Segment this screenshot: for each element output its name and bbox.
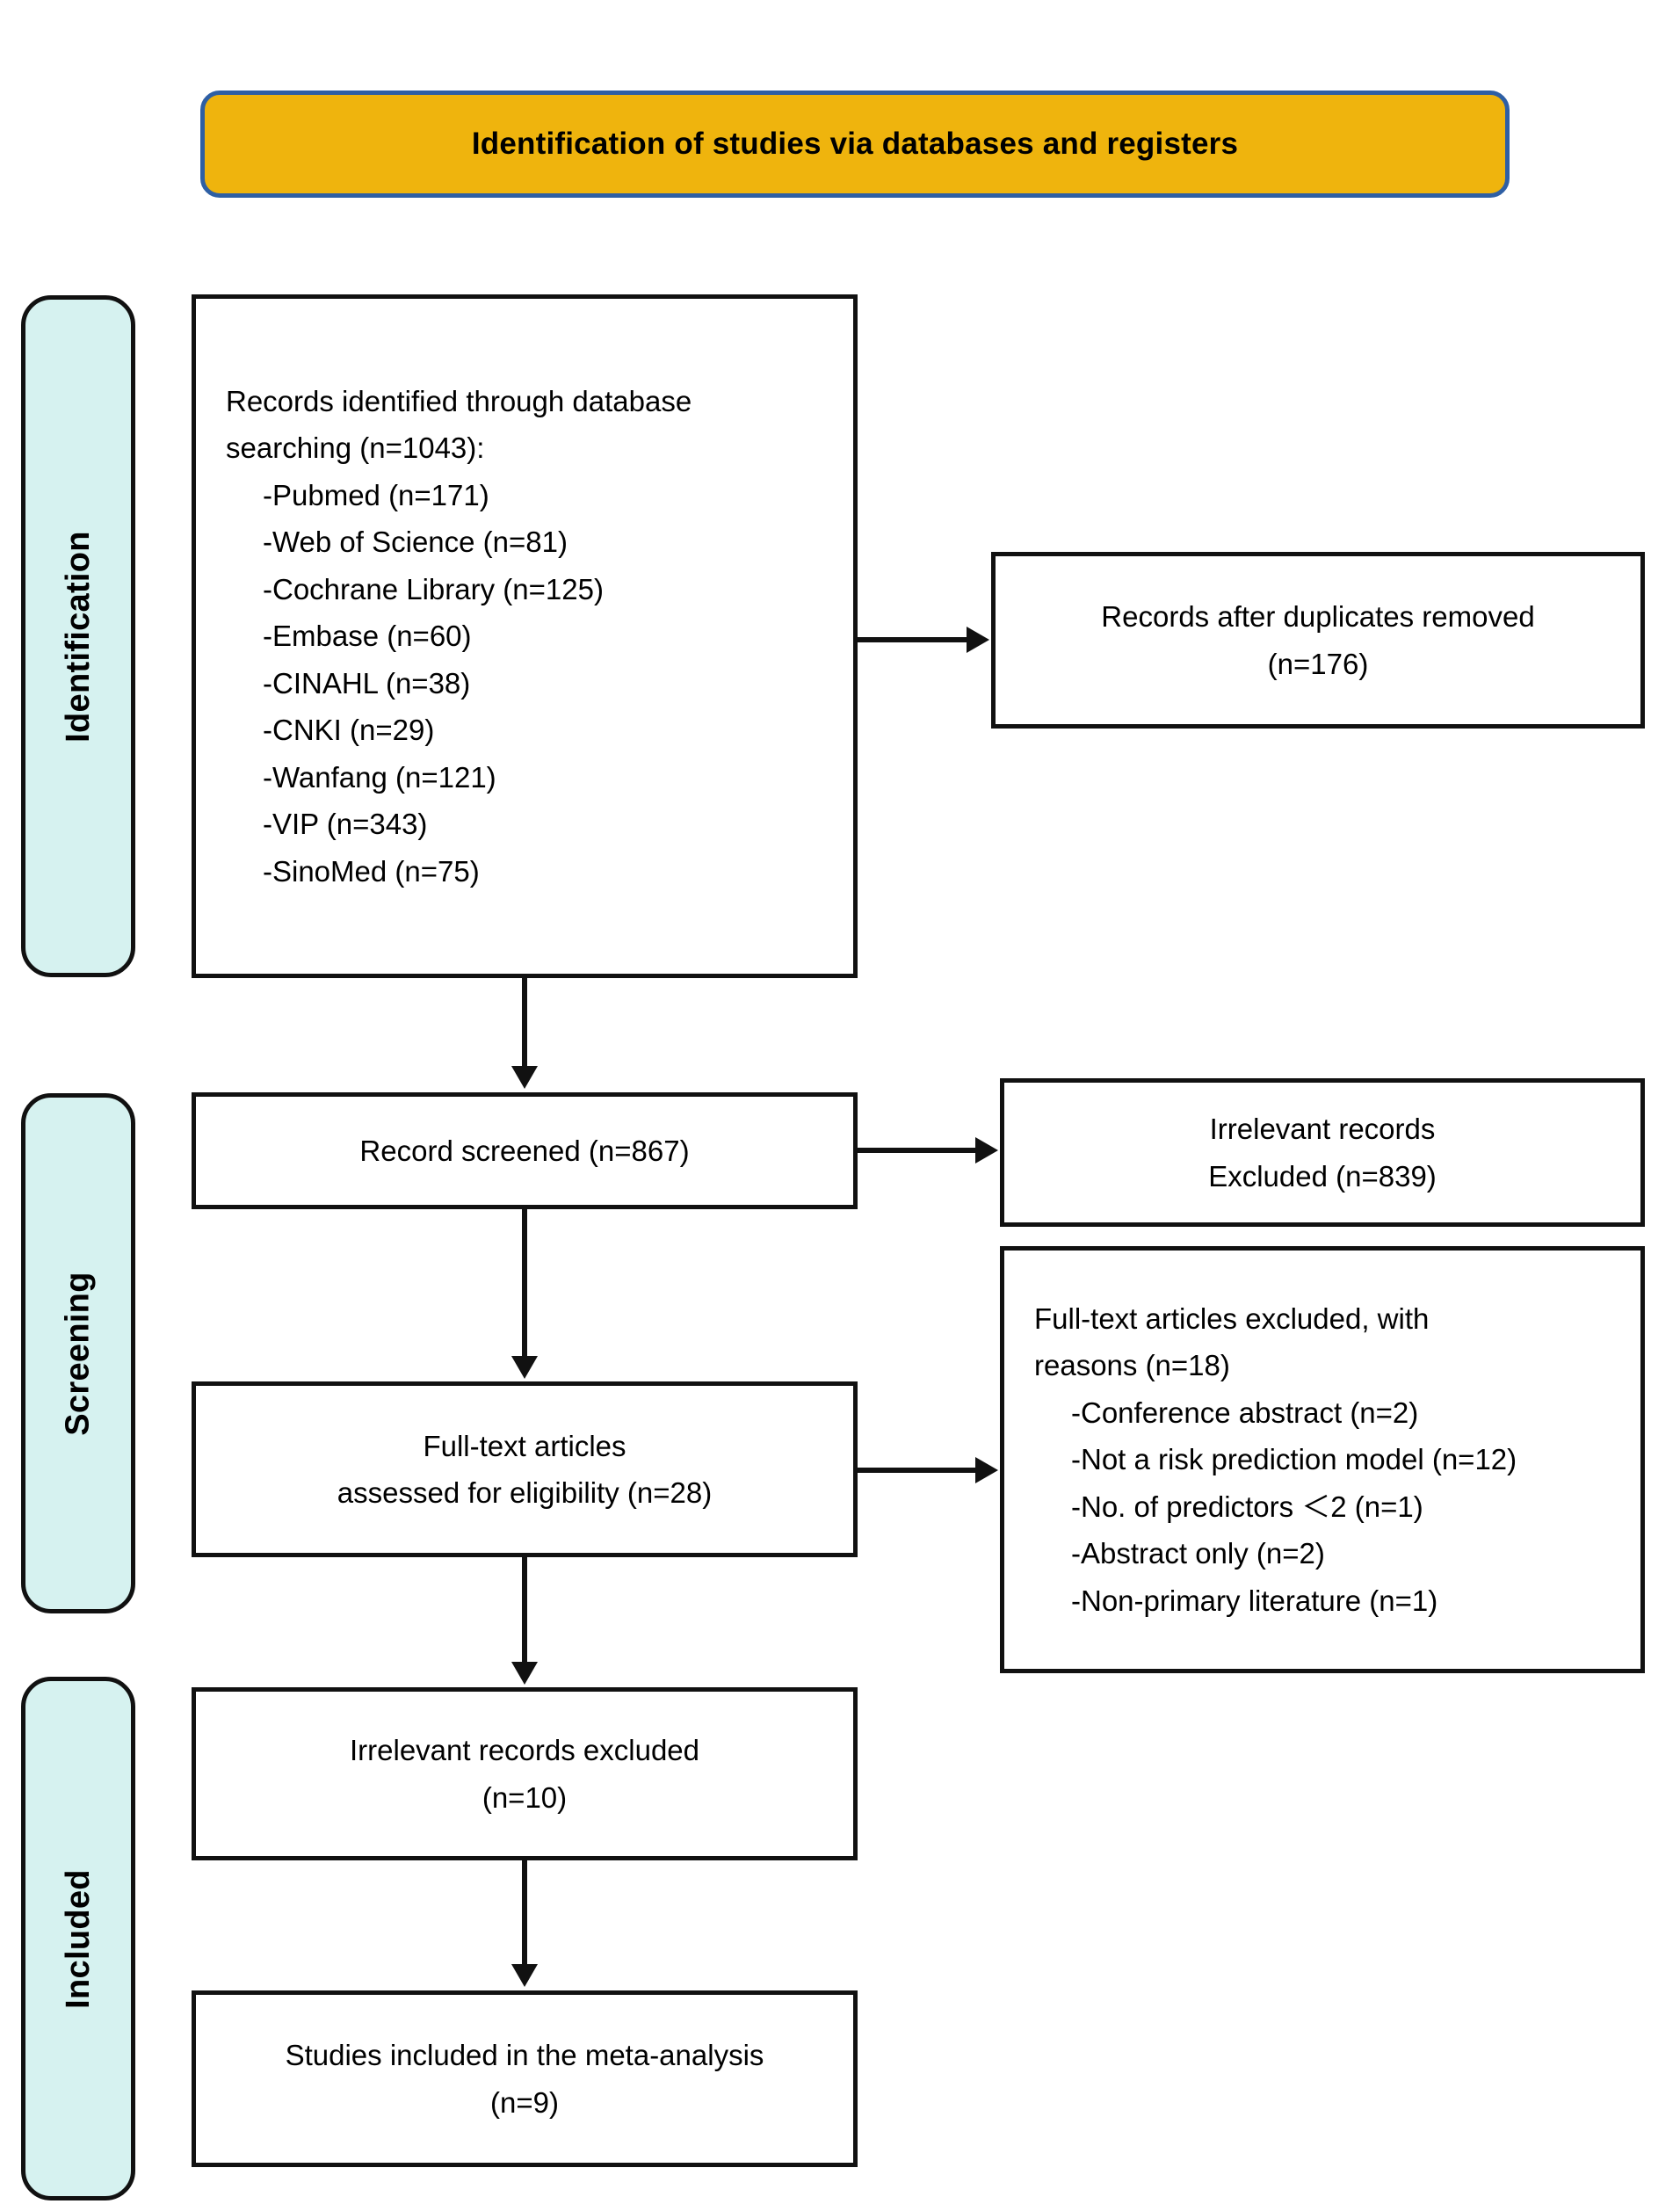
stage-label-identification: Identification bbox=[21, 295, 135, 977]
reason-item-abstract-only: -Abstract only (n=2) bbox=[1071, 1537, 1325, 1570]
box-record-screened: Record screened (n=867) bbox=[192, 1092, 858, 1209]
fulltext-assessed-line-2: assessed for eligibility (n=28) bbox=[337, 1476, 713, 1509]
box-irrelevant-records-excluded-screening: Irrelevant records Excluded (n=839) bbox=[1000, 1078, 1645, 1227]
arrow-right-icon-to-irrelevant bbox=[975, 1137, 998, 1164]
connector-fulltext-to-irrelevant bbox=[522, 1557, 527, 1664]
stage-screening-text: Screening bbox=[59, 1271, 97, 1436]
diagram-header-banner: Identification of studies via databases … bbox=[200, 91, 1510, 198]
box-irrelevant-records-excluded-eligibility: Irrelevant records excluded (n=10) bbox=[192, 1687, 858, 1860]
fulltext-assessed-line-1: Full-text articles bbox=[423, 1429, 626, 1462]
source-item-cnki: -CNKI (n=29) bbox=[263, 714, 435, 747]
arrow-down-icon-to-screened bbox=[511, 1066, 538, 1089]
studies-included-line-2: (n=9) bbox=[490, 2085, 559, 2119]
record-screened-line-1: Record screened (n=867) bbox=[359, 1134, 690, 1167]
arrow-down-icon-to-irrelevant bbox=[511, 1662, 538, 1685]
irrelevant-eligibility-line-2: (n=10) bbox=[482, 1780, 568, 1814]
box-fulltext-assessed-eligibility: Full-text articles assessed for eligibil… bbox=[192, 1381, 858, 1557]
arrow-right-icon-to-duplicates bbox=[967, 627, 989, 653]
source-item-sinomed: -SinoMed (n=75) bbox=[263, 854, 480, 888]
records-identified-heading-1: Records identified through database bbox=[226, 385, 692, 417]
stage-label-screening: Screening bbox=[21, 1093, 135, 1613]
duplicates-removed-line-1: Records after duplicates removed bbox=[1101, 600, 1535, 634]
arrow-down-icon-to-fulltext bbox=[511, 1356, 538, 1379]
connector-irrelevant-to-included bbox=[522, 1860, 527, 1965]
studies-included-line-1: Studies included in the meta-analysis bbox=[285, 2039, 764, 2072]
stage-included-text: Included bbox=[59, 1868, 97, 2009]
box-studies-included-meta-analysis: Studies included in the meta-analysis (n… bbox=[192, 1990, 858, 2167]
irrelevant-screening-line-2: Excluded (n=839) bbox=[1208, 1159, 1437, 1193]
source-item-pubmed: -Pubmed (n=171) bbox=[263, 478, 489, 511]
box-records-identified: Records identified through database sear… bbox=[192, 294, 858, 978]
arrow-down-icon-to-included bbox=[511, 1964, 538, 1987]
source-item-cinahl: -CINAHL (n=38) bbox=[263, 666, 471, 700]
stage-label-included: Included bbox=[21, 1677, 135, 2200]
source-item-embase: -Embase (n=60) bbox=[263, 620, 472, 653]
fulltext-excluded-heading-1: Full-text articles excluded, with bbox=[1034, 1301, 1430, 1335]
source-item-wanfang: -Wanfang (n=121) bbox=[263, 760, 496, 794]
reason-item-number-of-predictors: -No. of predictors ＜2 (n=1) bbox=[1071, 1490, 1423, 1523]
box-fulltext-excluded-with-reasons: Full-text articles excluded, with reason… bbox=[1000, 1246, 1645, 1673]
connector-identified-to-screened bbox=[522, 978, 527, 1070]
reason-item-conference-abstract: -Conference abstract (n=2) bbox=[1071, 1396, 1419, 1429]
source-item-web-of-science: -Web of Science (n=81) bbox=[263, 526, 568, 559]
diagram-title: Identification of studies via databases … bbox=[471, 127, 1239, 161]
arrow-right-icon-to-excluded bbox=[975, 1457, 998, 1483]
stage-identification-text: Identification bbox=[59, 530, 97, 743]
irrelevant-screening-line-1: Irrelevant records bbox=[1209, 1113, 1436, 1146]
fulltext-excluded-heading-2: reasons (n=18) bbox=[1034, 1349, 1230, 1382]
connector-identified-to-duplicates bbox=[858, 637, 968, 642]
source-item-vip: -VIP (n=343) bbox=[263, 808, 428, 841]
source-item-cochrane-library: -Cochrane Library (n=125) bbox=[263, 572, 604, 605]
connector-screened-to-irrelevant bbox=[858, 1148, 977, 1153]
reason-item-not-risk-prediction-model: -Not a risk prediction model (n=12) bbox=[1071, 1443, 1517, 1476]
connector-fulltext-to-excluded bbox=[858, 1468, 977, 1473]
duplicates-removed-line-2: (n=176) bbox=[1267, 647, 1369, 680]
irrelevant-eligibility-line-1: Irrelevant records excluded bbox=[349, 1734, 700, 1767]
box-duplicates-removed: Records after duplicates removed (n=176) bbox=[991, 552, 1645, 729]
records-identified-heading-2: searching (n=1043): bbox=[226, 431, 485, 465]
connector-screened-to-fulltext bbox=[522, 1209, 527, 1359]
reason-item-non-primary-literature: -Non-primary literature (n=1) bbox=[1071, 1584, 1438, 1617]
